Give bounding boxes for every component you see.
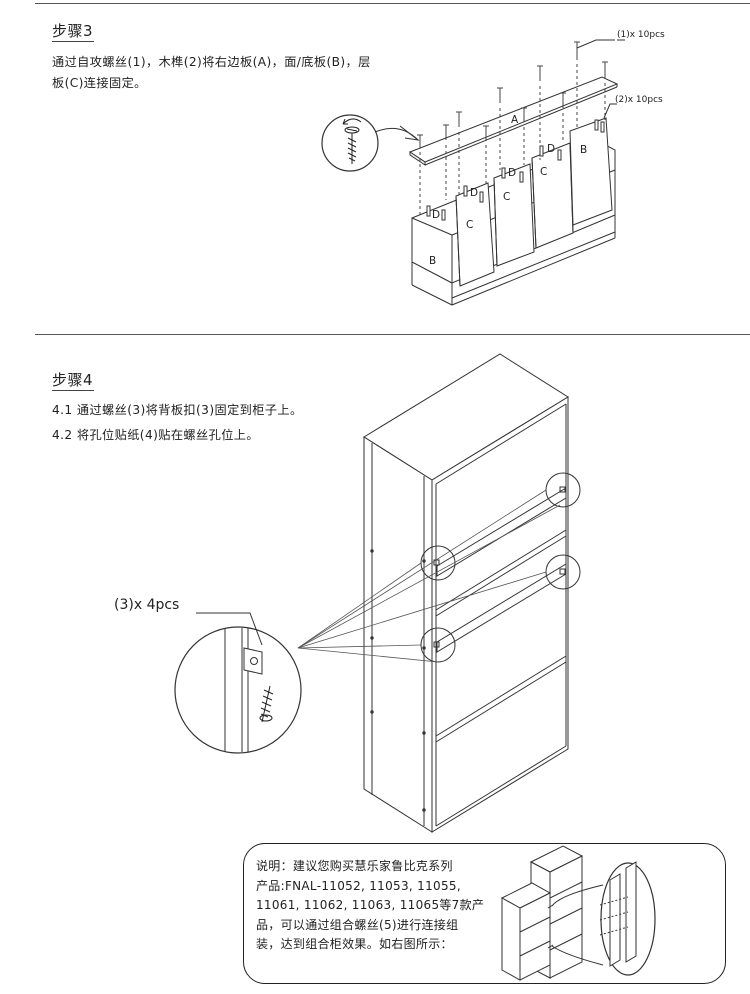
shelf-c-3 — [531, 142, 574, 249]
label-panel-a: A — [511, 114, 519, 126]
callout-screws-step4: (3)x 4pcs — [114, 597, 179, 613]
label-dowel-d-3: D — [508, 167, 516, 179]
screw-detail-circle — [321, 114, 379, 172]
note-line-4: 品，可以通过组合螺丝(5)进行连接组 — [256, 917, 459, 932]
note-line-5: 装，达到组合柜效果。如右图所示： — [256, 937, 453, 951]
callout-screws-leader — [576, 39, 615, 49]
side-panel-b-right — [569, 117, 613, 226]
step4-instruction-1: 4.1 通过螺丝(3)将背板扣(3)固定到柜子上。 — [52, 403, 303, 417]
step4-title-underline — [52, 390, 94, 391]
label-shelf-c-1: C — [466, 219, 473, 231]
connector-detail — [599, 861, 637, 967]
callout-dowels-leader — [603, 103, 617, 119]
step3-title-underline — [52, 41, 94, 42]
label-dowel-d-2: D — [470, 187, 478, 199]
combo-leader — [551, 884, 604, 907]
label-shelf-c-2: C — [503, 191, 510, 203]
top-divider — [35, 3, 750, 4]
screw-step4-icon — [259, 685, 274, 723]
callout-step4-leader — [196, 612, 263, 646]
cabinet-upright — [363, 353, 569, 833]
screws-step3 — [417, 41, 608, 215]
shelf-c-2 — [493, 163, 535, 267]
back-clip-detail-circle — [174, 626, 302, 754]
label-panel-b-left: B — [429, 255, 436, 267]
combo-cabinet-illustration — [500, 845, 584, 981]
leader-lines-step4 — [297, 489, 561, 663]
step4-title: 步骤4 — [52, 371, 94, 389]
note-line-3: 11061, 11062, 11063, 11065等7款产 — [256, 898, 485, 912]
note-box — [243, 843, 726, 984]
middle-divider — [35, 334, 750, 335]
label-panel-b-right: B — [580, 144, 587, 156]
step3-instruction-line2: 板(C)连接固定。 — [52, 76, 147, 90]
note-text: 说明：建议您购买慧乐家鲁比克系列 产品:FNAL-11052, 11053, 1… — [256, 857, 496, 955]
callout-screws-step3: (1)x 10pcs — [617, 30, 665, 40]
screw-detail-icon — [342, 118, 362, 164]
note-line-2: 产品:FNAL-11052, 11053, 11055, — [256, 878, 461, 893]
back-clip-detail — [224, 628, 263, 752]
dowels-step3 — [426, 119, 605, 221]
label-dowel-d-1: D — [432, 209, 440, 221]
step4-instruction-2: 4.2 将孔位贴纸(4)贴在螺丝孔位上。 — [52, 428, 259, 442]
callout-dowels-step3: (2)x 10pcs — [615, 95, 663, 105]
note-line-1: 说明：建议您购买慧乐家鲁比克系列 — [256, 859, 453, 873]
step3-title: 步骤3 — [52, 22, 94, 40]
label-shelf-c-3: C — [540, 166, 547, 178]
step3-instruction-line1: 通过自攻螺丝(1)，木榫(2)将右边板(A)，面/底板(B)，层 — [52, 55, 371, 69]
label-dowel-d-4: D — [547, 143, 555, 155]
